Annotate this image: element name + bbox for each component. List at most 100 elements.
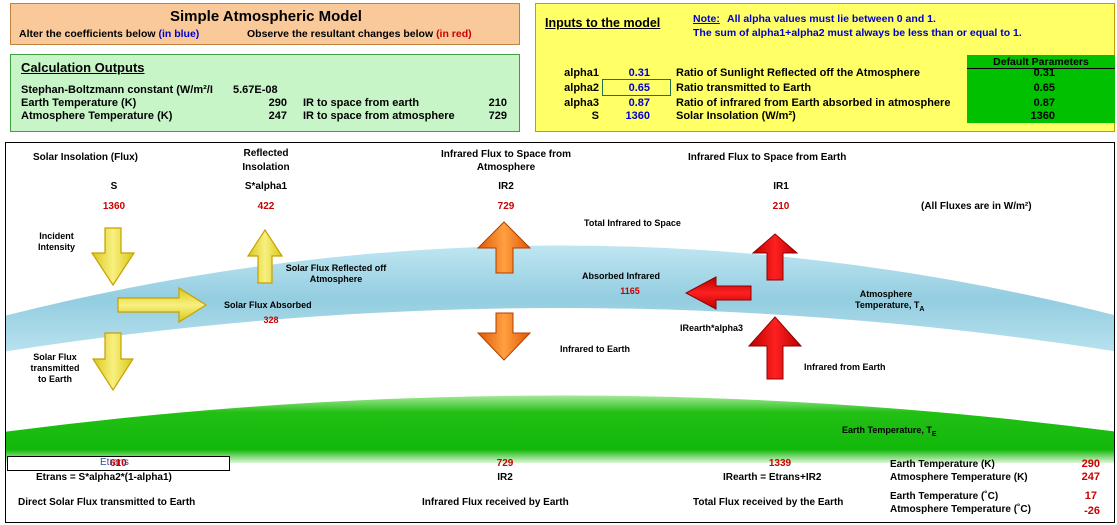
diagram-graphics <box>6 221 1114 463</box>
title-panel: Simple Atmospheric Model Alter the coeff… <box>10 3 520 45</box>
alpha2-default: 0.65 <box>1033 82 1055 94</box>
earth-temp-c-label: Earth Temperature (˚C) <box>890 491 999 502</box>
ir1-up-arrow-icon <box>751 233 799 281</box>
direct-flux-label: Direct Solar Flux transmitted to Earth <box>18 497 196 508</box>
col3-value: 729 <box>497 201 515 212</box>
atmo-temp-label: Atmosphere Temperature (K) <box>21 110 173 122</box>
sb-constant-label: Stephan-Boltzmann constant (W/m²/I <box>21 84 213 96</box>
earth-temp-value[interactable]: 290 <box>268 97 287 109</box>
alpha3-input[interactable]: 0.87 <box>628 97 650 109</box>
observe-instruction: Observe the resultant changes below (in … <box>247 28 472 40</box>
s-name: S <box>591 110 599 122</box>
col4-title: Infrared Flux to Space from Earth <box>688 152 847 163</box>
earth-temp-k-value: 290 <box>1081 458 1100 470</box>
alpha3-default: 0.87 <box>1033 97 1055 109</box>
incident-arrow-icon <box>90 227 136 287</box>
inputs-heading: Inputs to the model <box>545 16 661 30</box>
alpha2-name: alpha2 <box>564 82 599 94</box>
atmo-temp-c-value: -26 <box>1084 505 1100 517</box>
earth-temp-label: Earth Temperature (K) <box>21 97 137 109</box>
alpha1-desc: Ratio of Sunlight Reflected off the Atmo… <box>676 67 921 79</box>
ir-earth-label: IR to space from earth <box>303 97 420 109</box>
atmo-temp-value[interactable]: 247 <box>268 110 287 122</box>
page-title: Simple Atmospheric Model <box>170 8 362 25</box>
transmitted-arrow-icon <box>91 332 135 392</box>
ir-received-label: Infrared Flux received by Earth <box>422 497 569 508</box>
incident-label-2: Intensity <box>37 242 75 252</box>
calc-heading: Calculation Outputs <box>21 60 145 75</box>
transmitted-label-3: to Earth <box>37 374 72 384</box>
absorbed-ir-value: 1165 <box>620 286 640 296</box>
defaults-panel: Default Parameters <box>967 55 1115 123</box>
atmo-temp-k-label: Atmosphere Temperature (K) <box>890 472 1028 483</box>
col2-title-2: Insolation <box>242 162 290 173</box>
reflected-arrow-icon <box>246 228 284 284</box>
alpha2-input[interactable]: 0.65 <box>628 82 650 94</box>
ir-to-earth-label: Infrared to Earth <box>560 344 631 354</box>
col1-title: Solar Insolation (Flux) <box>33 152 139 163</box>
col3-title-2: Atmosphere <box>476 162 536 173</box>
etrans-cell[interactable]: Etrans <box>7 456 230 471</box>
alpha2-selected-cell[interactable] <box>602 79 671 96</box>
col2-value: 422 <box>257 201 275 212</box>
absorbed-arrow-icon <box>117 286 208 324</box>
incident-label-1: Incident <box>39 231 74 241</box>
units-note: (All Fluxes are in W/m²) <box>921 201 1032 212</box>
alpha3-desc: Ratio of infrared from Earth absorbed in… <box>676 97 951 109</box>
ir-from-earth-arrow-icon <box>747 316 803 380</box>
ground-band <box>6 395 1114 463</box>
ir2-down-arrow-icon <box>476 312 532 361</box>
ir-atmo-label: IR to space from atmosphere <box>303 110 455 122</box>
earth-temp-diagram-label: Earth Temperature, TE <box>842 425 937 438</box>
s-default: 1360 <box>1030 110 1055 122</box>
absorbed-ir-label: Absorbed Infrared <box>582 271 661 281</box>
reflected-label-1: Solar Flux Reflected off <box>285 263 387 273</box>
earth-temp-k-label: Earth Temperature (K) <box>890 459 995 470</box>
solar-absorbed-value: 328 <box>263 315 279 325</box>
transmitted-label-1: Solar Flux <box>33 352 77 362</box>
note-line-1: All alpha values must lie between 0 and … <box>727 13 936 25</box>
alpha1-default: 0.31 <box>1033 67 1055 79</box>
s-desc: Solar Insolation (W/m²) <box>676 110 796 122</box>
ir-from-earth-label: Infrared from Earth <box>804 362 886 372</box>
ir2-bottom-value: 729 <box>496 458 514 469</box>
alpha1-input[interactable]: 0.31 <box>628 67 650 79</box>
reflected-label-2: Atmosphere <box>309 274 363 284</box>
calculation-outputs-panel: Calculation Outputs Stephan-Boltzmann co… <box>10 54 520 132</box>
etrans-value: 610 <box>110 458 127 469</box>
atmo-temp-diagram-label-1: Atmosphere <box>859 289 913 299</box>
absorbed-ir-arrow-icon <box>684 276 752 310</box>
alter-instruction: Alter the coefficients below (in blue) <box>19 28 200 40</box>
alpha1-name: alpha1 <box>564 67 599 79</box>
atmosphere-band <box>6 245 1114 352</box>
alpha3-name: alpha3 <box>564 97 599 109</box>
col3-title-1: Infrared Flux to Space from <box>440 149 572 160</box>
col3-symbol: IR2 <box>498 181 514 192</box>
col4-value: 210 <box>772 201 790 212</box>
irearth-alpha3-label: IRearth*alpha3 <box>680 323 744 333</box>
ir-earth-value[interactable]: 210 <box>488 97 507 109</box>
total-received-label: Total Flux received by the Earth <box>693 497 844 508</box>
col1-value: 1360 <box>102 201 126 212</box>
col4-symbol: IR1 <box>773 181 789 192</box>
total-ir-label: Total Infrared to Space <box>584 218 681 228</box>
note-label: Note: <box>693 13 720 25</box>
defaults-header: Default Parameters <box>993 56 1089 68</box>
etrans-cell-text: Etrans <box>100 457 129 468</box>
transmitted-label-2: transmitted <box>30 363 80 373</box>
atmo-temp-diagram-label-2: Temperature, TA <box>855 300 925 313</box>
earth-temp-c-value: 17 <box>1084 490 1097 502</box>
sb-constant-value[interactable]: 5.67E-08 <box>233 84 278 96</box>
s-input[interactable]: 1360 <box>625 110 650 122</box>
col1-symbol: S <box>110 181 118 192</box>
note-line-2: The sum of alpha1+alpha2 must always be … <box>693 27 1022 39</box>
diagram-panel: Solar Insolation (Flux) Reflected Insola… <box>5 142 1115 523</box>
ir2-bottom-label: IR2 <box>497 472 513 483</box>
ir-atmo-value[interactable]: 729 <box>488 110 507 122</box>
atmo-temp-c-label: Atmosphere Temperature (˚C) <box>890 504 1031 515</box>
irearth-formula: IRearth = Etrans+IR2 <box>723 472 822 483</box>
etrans-formula: Etrans = S*alpha2*(1-alpha1) <box>36 472 172 483</box>
solar-absorbed-label: Solar Flux Absorbed <box>224 300 312 310</box>
col2-title-1: Reflected <box>243 148 289 159</box>
col2-symbol: S*alpha1 <box>244 181 288 192</box>
